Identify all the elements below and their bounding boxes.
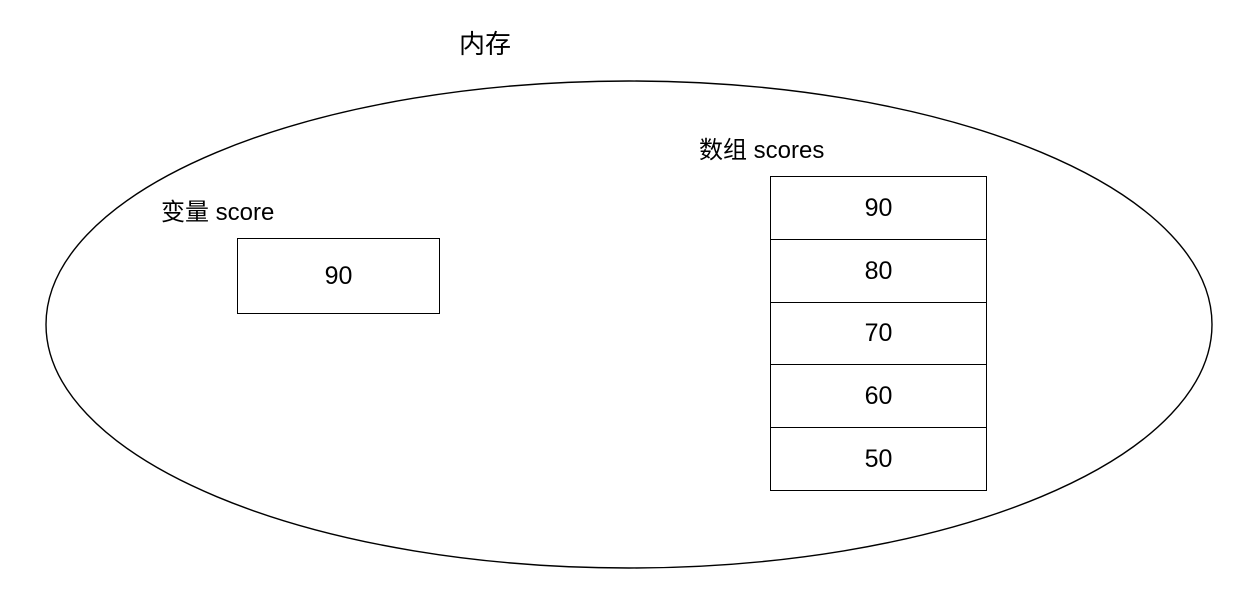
array-cell: 90 <box>771 177 986 240</box>
array-cell: 60 <box>771 365 986 429</box>
page-title: 内存 <box>459 29 512 59</box>
array-cell: 70 <box>771 303 986 366</box>
array-box: 90 80 70 60 50 <box>770 176 987 491</box>
array-cell-value: 60 <box>864 382 893 411</box>
array-cell: 50 <box>771 428 986 490</box>
array-cell: 80 <box>771 240 986 303</box>
array-label: 数组 scores <box>699 137 825 164</box>
array-cell-value: 70 <box>864 319 893 348</box>
array-cell-value: 80 <box>864 256 893 285</box>
variable-label: 变量 score <box>161 199 275 226</box>
variable-box: 90 <box>237 238 440 314</box>
array-cell-value: 90 <box>864 193 893 222</box>
array-cell-value: 50 <box>864 445 893 474</box>
variable-value: 90 <box>324 262 353 290</box>
